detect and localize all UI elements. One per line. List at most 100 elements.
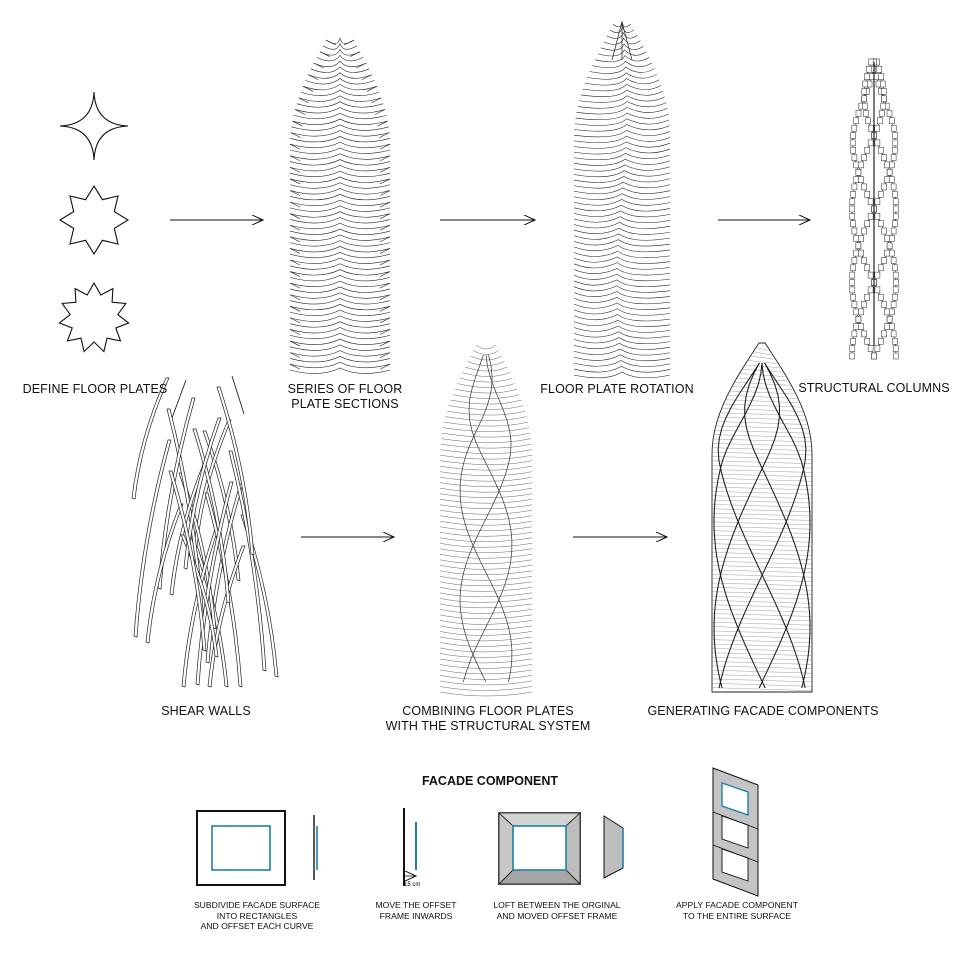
combined-floor-plate	[439, 537, 533, 543]
rotated-floor-plate	[573, 141, 671, 149]
column-segment	[890, 154, 897, 161]
column-segment	[850, 264, 856, 272]
column-segment	[892, 271, 899, 279]
facade-grid-line	[711, 517, 813, 521]
rotated-floor-plate	[573, 216, 671, 224]
plate-edge	[289, 190, 391, 196]
rotated-floor-plate	[573, 199, 671, 206]
facade-grid-line	[711, 595, 813, 600]
plate-edge	[290, 132, 390, 138]
rotated-floor-plate	[589, 66, 655, 74]
floor-plate-section	[325, 37, 355, 44]
facade-twist-groove	[758, 362, 811, 689]
caption-line: MOVE THE OFFSET	[375, 900, 457, 910]
combined-floor-plate	[439, 548, 533, 554]
combined-floor-plate	[439, 664, 533, 669]
column-segment	[861, 95, 867, 103]
column-segment	[892, 213, 899, 220]
column-segment	[889, 117, 895, 125]
combined-floor-plate	[439, 636, 533, 642]
facade-grid-line	[711, 482, 813, 486]
facade-step-1-drawing	[196, 810, 318, 886]
rotated-floor-plate	[573, 337, 671, 345]
column-segment	[884, 323, 890, 330]
floor-plate-section	[289, 367, 391, 374]
column-segment	[853, 323, 859, 330]
combined-floor-plate	[439, 653, 533, 658]
rotated-floor-plate	[574, 124, 670, 132]
floor-plate-section	[293, 112, 387, 120]
rotated-floor-plate	[574, 118, 670, 126]
facade-grid-line	[711, 569, 813, 574]
column-segment	[867, 286, 874, 294]
facade-caption-2: MOVE THE OFFSET FRAME INWARDS	[356, 900, 476, 921]
plate-edge	[289, 352, 391, 358]
floor-plate-section	[313, 60, 367, 67]
plate-edge	[292, 120, 388, 127]
rotated-floor-plate	[573, 331, 671, 339]
column-segment	[855, 316, 862, 323]
facade-grid-line	[711, 556, 813, 560]
column-segment	[874, 213, 881, 220]
column-segment	[855, 169, 862, 176]
plate-edge	[313, 62, 367, 69]
facade-grid-line	[711, 526, 813, 530]
column-segment	[864, 146, 870, 154]
rotated-floor-plate	[579, 95, 665, 103]
column-segment	[861, 88, 868, 95]
facade-caption-3: LOFT BETWEEN THE ORGINAL AND MOVED OFFSE…	[484, 900, 630, 921]
column-segment	[892, 345, 899, 352]
plate-edge	[289, 224, 391, 231]
combined-floor-plate	[439, 631, 533, 636]
floor-plate-section	[289, 170, 391, 177]
plate-edge	[289, 363, 391, 370]
floor-plate-section	[319, 48, 361, 56]
eight-point-star-icon	[58, 184, 130, 256]
column-segment	[893, 352, 899, 360]
floor-plate-section	[291, 124, 389, 131]
facade-grid-line	[711, 591, 813, 595]
combined-floor-plate	[441, 438, 531, 443]
rotated-floor-plate	[573, 233, 671, 241]
rotated-floor-plate	[575, 112, 669, 120]
floor-plate-section	[290, 130, 390, 137]
floor-plate-section	[289, 257, 391, 264]
floor-plate-section	[289, 222, 391, 230]
floor-plate-section	[289, 327, 391, 334]
rotated-floor-plate	[606, 31, 638, 39]
column-segment	[874, 139, 881, 147]
floor-plate-section	[289, 315, 391, 322]
column-segment	[858, 323, 864, 330]
rotated-floor-plate	[573, 325, 671, 333]
combined-floor-plate	[441, 432, 531, 438]
column-segment	[868, 124, 874, 132]
rotated-floor-plate	[573, 147, 671, 155]
rotated-floor-plate	[573, 354, 671, 362]
combined-floor-plate	[439, 691, 533, 697]
combined-floor-plate	[439, 686, 533, 691]
plate-edge	[289, 271, 391, 277]
offset-dimension-label: 15 cm	[404, 882, 420, 888]
rotated-floor-plate	[592, 60, 652, 68]
combined-floor-plate	[439, 487, 533, 493]
facade-grid-line	[711, 565, 813, 569]
plate-edge	[289, 236, 391, 243]
combined-floor-plate	[452, 394, 520, 399]
floor-plate-section	[322, 42, 358, 50]
rotated-floor-plate	[573, 365, 671, 373]
facade-grid-line	[711, 582, 813, 587]
facade-grid-line	[711, 613, 813, 617]
column-segment	[858, 235, 864, 242]
combined-floor-plate	[439, 609, 533, 614]
shear-walls-drawing	[131, 375, 279, 688]
column-segment	[864, 338, 870, 345]
floor-plate-section	[289, 338, 391, 345]
combined-floor-plate	[439, 581, 533, 587]
combined-floor-plate	[439, 680, 533, 686]
floor-plate-section	[289, 147, 391, 154]
four-point-star-icon	[59, 91, 129, 161]
shear-wall-blade	[183, 417, 222, 570]
shear-wall-tip	[231, 375, 245, 415]
column-segment	[881, 257, 887, 264]
facade-grid-line	[711, 626, 813, 630]
